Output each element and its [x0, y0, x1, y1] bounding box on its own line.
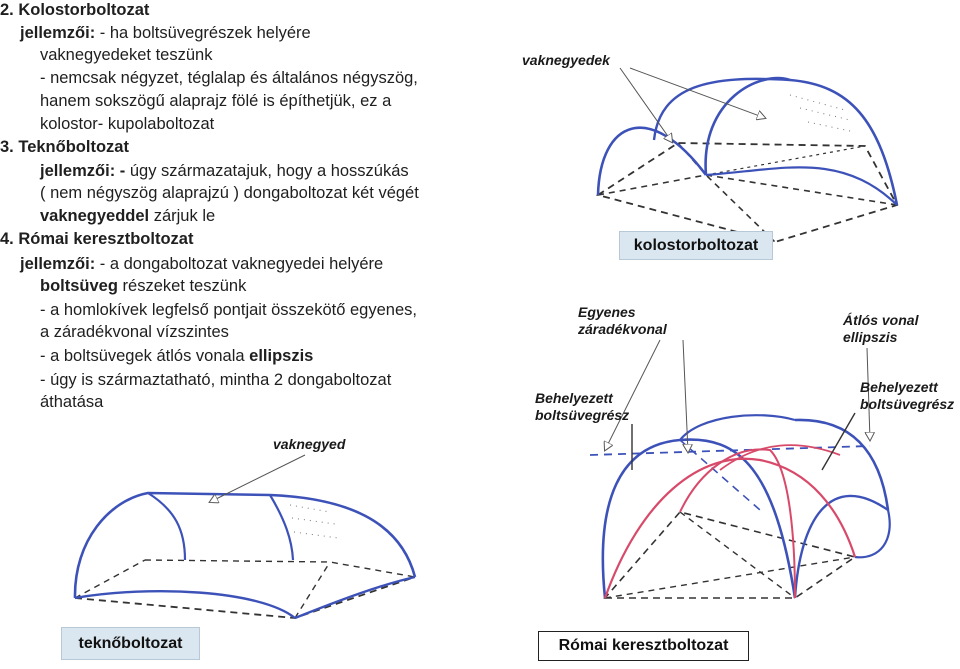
- label-vaknegyedek: vaknegyedek: [522, 52, 610, 68]
- text-line: a záradékvonal vízszintes: [40, 323, 229, 341]
- text-line: - a homlokívek legfelső pontjait összekö…: [40, 301, 417, 319]
- text-line: vaknegyeddel zárjuk le: [40, 207, 216, 225]
- text-line: - nemcsak négyzet, téglalap és általános…: [40, 69, 418, 87]
- text-line: vaknegyedeket teszünk: [40, 46, 213, 64]
- label-behelyezett-left-1: Behelyezett: [535, 390, 613, 406]
- label-behelyezett-left-2: boltsüvegrész: [535, 407, 630, 423]
- text-line: hanem sokszögű alaprajz fölé is építhetj…: [40, 92, 392, 110]
- romai-keresztboltozat-drawing: [589, 339, 891, 599]
- text-line: kolostor- kupolaboltozat: [40, 115, 215, 133]
- kolostorboltozat-drawing: [595, 67, 899, 243]
- text-line: áthatása: [40, 393, 104, 411]
- caption-teknoboltozat: teknőboltozat: [61, 627, 200, 660]
- caption-romai-keresztboltozat: Római keresztboltozat: [538, 631, 749, 661]
- label-atlos-2: ellipszis: [843, 329, 898, 345]
- label-atlos-1: Átlós vonal: [843, 312, 919, 328]
- heading-teknoboltozat: 3. Teknőboltozat: [0, 138, 129, 156]
- text-line: - a boltsüvegek átlós vonala ellipszis: [40, 347, 314, 365]
- label-behelyezett-right-1: Behelyezett: [860, 379, 938, 395]
- text-line: jellemzői: - a dongaboltozat vaknegyedei…: [20, 255, 384, 273]
- heading-romai-keresztboltozat: 4. Római keresztboltozat: [0, 230, 194, 248]
- teknoboltozat-drawing: [73, 454, 417, 620]
- text-line: ( nem négyszög alaprajzú ) dongaboltozat…: [40, 184, 419, 202]
- label-vaknegyed: vaknegyed: [273, 436, 346, 452]
- text-line: - úgy is származtatható, mintha 2 dongab…: [40, 371, 392, 389]
- heading-kolostorboltozat: 2. Kolostorboltozat: [0, 1, 150, 19]
- text-line: boltsüveg részeket teszünk: [40, 277, 247, 295]
- label-behelyezett-right-2: boltsüvegrész: [860, 396, 955, 412]
- label-egyenes-1: Egyenes: [578, 304, 636, 320]
- caption-kolostorboltozat: kolostorboltozat: [619, 231, 773, 260]
- text-line: jellemzői: - ha boltsüvegrészek helyére: [20, 24, 311, 42]
- label-egyenes-2: záradékvonal: [578, 321, 667, 337]
- text-line: jellemzői: - úgy származatajuk, hogy a h…: [40, 162, 409, 180]
